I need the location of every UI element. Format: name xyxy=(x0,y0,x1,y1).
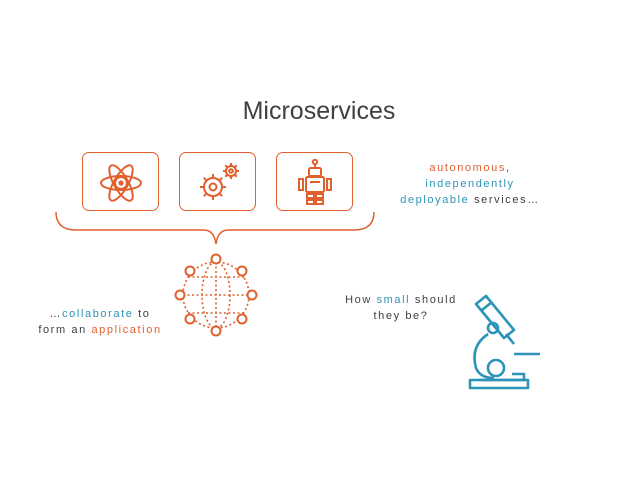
size-question-caption: How small should they be? xyxy=(326,292,476,324)
caption-word-to: to xyxy=(138,308,151,320)
microscope-icon xyxy=(468,294,540,390)
slide-title: Microservices xyxy=(242,97,396,125)
caption-word-collaborate: collaborate xyxy=(62,308,134,320)
services-caption: autonomous, independently deployable ser… xyxy=(390,160,550,208)
collaborate-caption: …collaborate to form an application xyxy=(20,306,180,338)
caption-word-small: small xyxy=(376,294,411,306)
gears-icon xyxy=(200,163,239,200)
caption-word-how: How xyxy=(345,294,372,306)
service-card-gears xyxy=(179,152,256,211)
caption-word-autonomous: autonomous xyxy=(429,162,506,174)
caption-word-application: application xyxy=(91,324,162,336)
atom-icon xyxy=(100,164,142,202)
caption-word-should: should xyxy=(414,294,457,306)
robot-icon xyxy=(298,158,332,205)
network-globe-icon xyxy=(174,253,258,337)
caption-ellipsis: … xyxy=(49,308,63,320)
caption-word-deployable: deployable xyxy=(400,194,470,206)
service-card-atom xyxy=(82,152,159,211)
service-card-robot xyxy=(276,152,353,211)
caption-word-independently: independently xyxy=(425,178,515,190)
caption-word-services: services… xyxy=(474,194,540,206)
caption-word-form-an: form an xyxy=(38,324,87,336)
caption-comma: , xyxy=(505,162,511,174)
caption-word-they-be: they be? xyxy=(373,310,429,322)
